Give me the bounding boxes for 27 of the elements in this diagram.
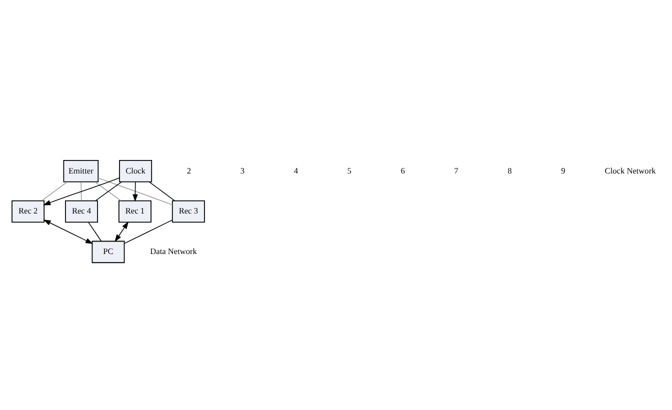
connector [124, 219, 173, 244]
label: Data Network [150, 246, 197, 256]
connector [149, 181, 175, 201]
connector [88, 222, 102, 241]
label: 2 [186, 166, 192, 175]
connector [80, 181, 82, 200]
node-box: Clock [119, 160, 152, 182]
arrow [114, 220, 129, 242]
label: 6 [400, 166, 405, 175]
arrow [132, 181, 138, 202]
arrow [43, 219, 94, 244]
node-box: Rec 3 [172, 200, 205, 222]
node-box: PC [92, 240, 125, 263]
node-box: Emitter [63, 160, 99, 182]
label: 9 [561, 166, 566, 175]
label: 5 [347, 166, 352, 175]
label: 3 [240, 166, 245, 175]
arrow [43, 177, 120, 205]
connector [98, 177, 173, 205]
label: 8 [508, 166, 512, 175]
label: 4 [294, 166, 298, 175]
connector [41, 181, 68, 201]
node-box: Rec 4 [65, 200, 98, 222]
label: 7 [454, 166, 458, 175]
label: Clock Network [604, 166, 656, 175]
node-box: Rec 2 [12, 200, 45, 222]
node-box: Rec 1 [118, 200, 152, 222]
